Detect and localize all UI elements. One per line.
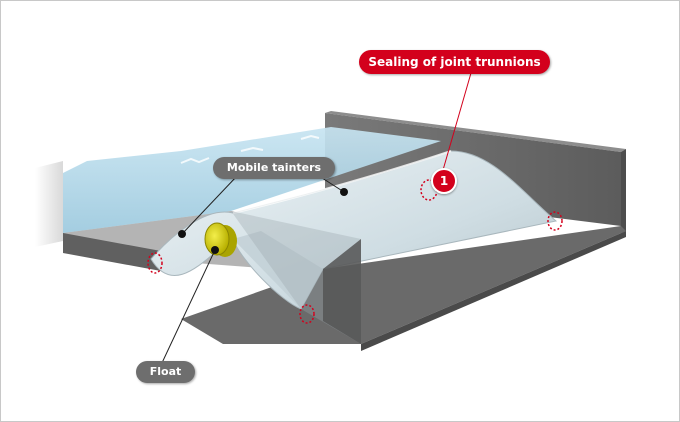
float-cylinder-end bbox=[204, 222, 230, 256]
front-slab-face bbox=[63, 233, 161, 271]
upstream-water bbox=[63, 127, 441, 233]
float-leader-line bbox=[160, 249, 216, 366]
tainters-leader-line-a bbox=[181, 175, 238, 235]
mobile-tainters-label[interactable]: Mobile tainters bbox=[213, 157, 335, 179]
front-block-side bbox=[323, 239, 361, 344]
sealing-label[interactable]: Sealing of joint trunnions bbox=[359, 50, 550, 74]
left-block-fade bbox=[35, 161, 63, 247]
right-wall-end bbox=[621, 149, 626, 233]
channel-floor bbox=[181, 226, 626, 344]
float-dot bbox=[211, 246, 219, 254]
right-wall-top bbox=[325, 111, 626, 152]
tainter-ridge bbox=[232, 150, 452, 214]
sealing-leader-line bbox=[440, 72, 472, 178]
trunnion-hotspot-left[interactable] bbox=[147, 252, 163, 274]
water-ripples bbox=[180, 134, 320, 164]
channel-floor-edge bbox=[361, 231, 626, 351]
trunnion-hotspot-right[interactable] bbox=[547, 211, 563, 231]
tainters-dot-b bbox=[340, 188, 348, 196]
hotspot-1-badge[interactable]: 1 bbox=[431, 168, 457, 194]
tainters-dot-a bbox=[178, 230, 186, 238]
trunnion-hotspot-bottom[interactable] bbox=[299, 304, 315, 324]
tainter-downslope bbox=[233, 231, 323, 309]
float-label[interactable]: Float bbox=[136, 361, 195, 383]
